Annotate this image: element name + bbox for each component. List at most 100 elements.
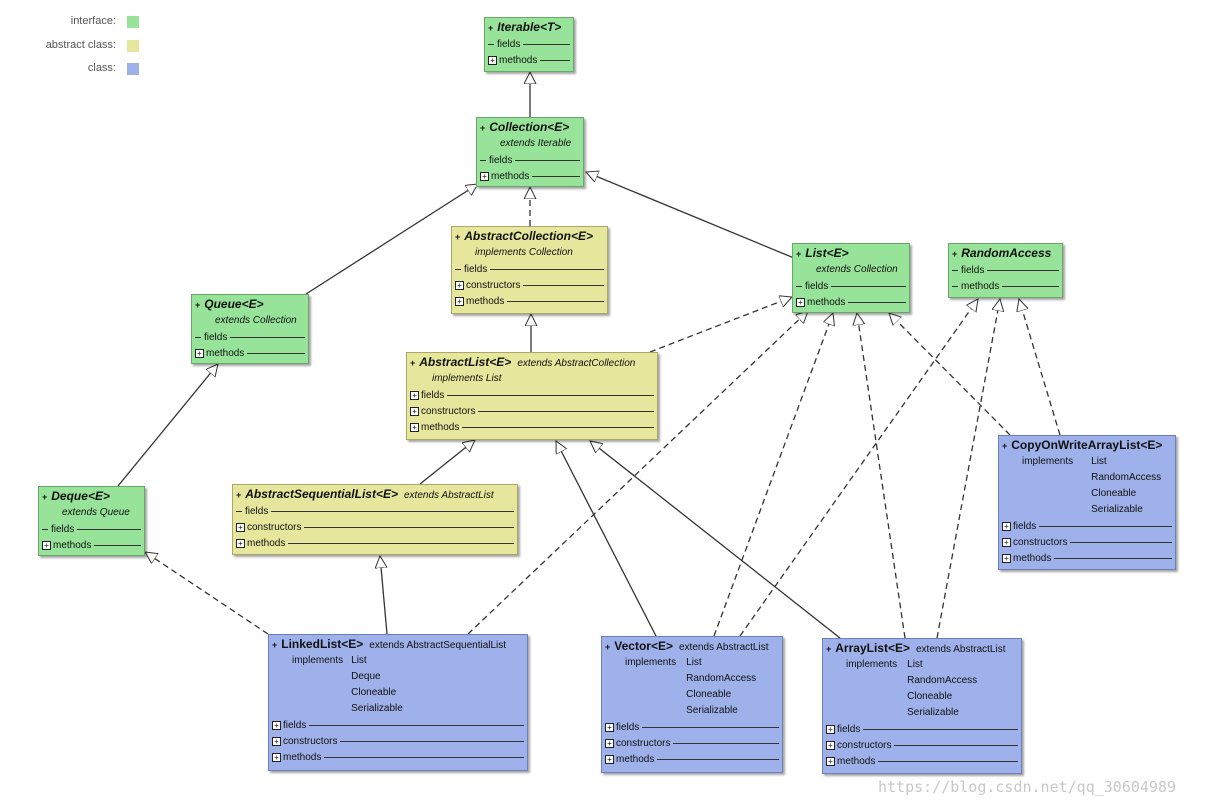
- uml-box-abstract-list[interactable]: +AbstractList<E>extends AbstractCollecti…: [406, 352, 658, 440]
- uml-box-vector[interactable]: + Vector<E> extends AbstractList implement…: [601, 636, 783, 773]
- expand-icon[interactable]: +: [826, 740, 835, 750]
- methods-section[interactable]: +methods: [272, 749, 524, 765]
- fields-section: fields: [195, 329, 305, 345]
- class-name: AbstractCollection<E>: [464, 229, 593, 243]
- constructors-section[interactable]: +constructors: [236, 519, 514, 535]
- implements-line: implements List: [432, 373, 502, 384]
- constructors-section[interactable]: +constructors: [826, 737, 1018, 753]
- expand-icon[interactable]: +: [272, 720, 281, 730]
- uml-box-collection[interactable]: +Collection<E> extends Iterable fields +…: [476, 117, 584, 187]
- fields-section[interactable]: +fields: [605, 719, 779, 735]
- expand-icon[interactable]: +: [236, 538, 245, 548]
- uml-box-iterable[interactable]: +Iterable<T> fields +methods: [484, 17, 574, 72]
- edge-vector-to-abstractlist: [555, 441, 657, 637]
- implements-item: Cloneable: [686, 689, 732, 700]
- expand-icon[interactable]: +: [796, 297, 805, 307]
- constructors-section[interactable]: +constructors: [1002, 534, 1172, 550]
- class-name: Vector<E>: [614, 639, 673, 653]
- expand-icon[interactable]: +: [455, 296, 464, 306]
- expand-icon[interactable]: +: [1002, 521, 1011, 531]
- constructors-section[interactable]: +constructors: [272, 733, 524, 749]
- methods-section[interactable]: +methods: [42, 537, 141, 553]
- expand-icon[interactable]: +: [605, 738, 614, 748]
- class-name: RandomAccess: [961, 246, 1052, 260]
- implements-item: Deque: [351, 671, 381, 682]
- methods-section[interactable]: +methods: [796, 294, 906, 310]
- extends-text: extends AbstractList: [915, 644, 1006, 655]
- expand-icon[interactable]: +: [410, 422, 419, 432]
- expand-icon[interactable]: +: [1002, 537, 1011, 547]
- fields-section[interactable]: +fields: [410, 387, 654, 403]
- edge-queue-to-collection: [305, 184, 478, 295]
- implements-item: List: [1091, 456, 1107, 467]
- expand-icon[interactable]: +: [42, 540, 51, 550]
- uml-box-queue[interactable]: +Queue<E> extends Collection fields +met…: [191, 294, 309, 364]
- expand-icon[interactable]: +: [605, 754, 614, 764]
- implements-block: implements List RandomAccess Cloneable S…: [605, 655, 779, 719]
- constructors-section[interactable]: +constructors: [605, 735, 779, 751]
- implements-item: Serializable: [351, 703, 403, 714]
- class-name: Collection<E>: [489, 120, 570, 134]
- uml-box-array-list[interactable]: +ArrayList<E>extends AbstractList implem…: [822, 638, 1022, 774]
- methods-section[interactable]: +methods: [480, 168, 580, 184]
- edge-vector-to-list: [713, 313, 833, 637]
- extends-line: extends Iterable: [500, 138, 572, 149]
- fields-section[interactable]: +fields: [272, 717, 524, 733]
- plus-icon: +: [952, 249, 958, 259]
- uml-box-list[interactable]: +List<E> extends Collection fields +meth…: [792, 243, 910, 313]
- expand-icon[interactable]: +: [480, 171, 489, 181]
- implements-item: Cloneable: [351, 687, 397, 698]
- uml-box-abstract-sequential-list[interactable]: +AbstractSequentialList<E>extends Abstra…: [232, 484, 518, 555]
- expand-icon[interactable]: +: [826, 724, 835, 734]
- expand-icon[interactable]: +: [410, 390, 419, 400]
- expand-icon[interactable]: +: [826, 756, 835, 766]
- expand-icon[interactable]: +: [272, 752, 281, 762]
- class-name: AbstractList<E>: [419, 355, 512, 369]
- constructors-section[interactable]: +constructors: [410, 403, 654, 419]
- methods-section[interactable]: +methods: [195, 345, 305, 361]
- expand-icon[interactable]: +: [1002, 553, 1011, 563]
- methods-section[interactable]: +methods: [1002, 550, 1172, 566]
- fields-section[interactable]: +fields: [1002, 518, 1172, 534]
- methods-section: methods: [952, 278, 1059, 294]
- implements-item: List: [351, 655, 367, 666]
- implements-line: implements Collection: [475, 247, 573, 258]
- plus-icon: +: [488, 23, 494, 33]
- expand-icon[interactable]: +: [236, 522, 245, 532]
- uml-box-abstract-collection[interactable]: +AbstractCollection<E> implements Collec…: [451, 226, 608, 314]
- edge-arraylist-to-abstractlist: [590, 441, 841, 639]
- legend-label-interface: interface:: [70, 15, 116, 27]
- extends-text: extends AbstractList: [678, 642, 769, 653]
- constructors-section[interactable]: +constructors: [455, 277, 604, 293]
- expand-icon[interactable]: +: [605, 722, 614, 732]
- methods-section[interactable]: +methods: [236, 535, 514, 551]
- edge-deque-to-queue: [117, 364, 218, 487]
- methods-section[interactable]: +methods: [605, 751, 779, 767]
- edge-linkedlist-to-deque: [145, 552, 269, 635]
- plus-icon: +: [796, 249, 802, 259]
- expand-icon[interactable]: +: [410, 406, 419, 416]
- methods-section[interactable]: +methods: [455, 293, 604, 309]
- implements-item: Serializable: [1091, 504, 1143, 515]
- class-name: ArrayList<E>: [835, 641, 910, 655]
- uml-box-copy-on-write-array-list[interactable]: +CopyOnWriteArrayList<E> implements List…: [998, 435, 1176, 570]
- methods-section[interactable]: +methods: [826, 753, 1018, 769]
- uml-box-random-access[interactable]: +RandomAccess fields methods: [948, 243, 1063, 298]
- legend-label-class: class:: [87, 62, 116, 74]
- expand-icon[interactable]: +: [195, 348, 204, 358]
- uml-box-linked-list[interactable]: +LinkedList<E>extends AbstractSequential…: [268, 634, 528, 771]
- expand-icon[interactable]: +: [488, 55, 497, 65]
- fields-section: fields: [488, 36, 570, 52]
- methods-section[interactable]: +methods: [410, 419, 654, 435]
- plus-icon: +: [455, 232, 461, 242]
- implements-block: implements List Deque Cloneable Serializ…: [272, 653, 524, 717]
- uml-box-deque[interactable]: +Deque<E> extends Queue fields +methods: [38, 486, 145, 556]
- fields-section[interactable]: +fields: [826, 721, 1018, 737]
- fields-section: fields: [42, 521, 141, 537]
- expand-icon[interactable]: +: [272, 736, 281, 746]
- class-name: AbstractSequentialList<E>: [245, 487, 398, 501]
- methods-section[interactable]: +methods: [488, 52, 570, 68]
- edge-abstractseq-to-abstractlist: [419, 440, 475, 485]
- expand-icon[interactable]: +: [455, 280, 464, 290]
